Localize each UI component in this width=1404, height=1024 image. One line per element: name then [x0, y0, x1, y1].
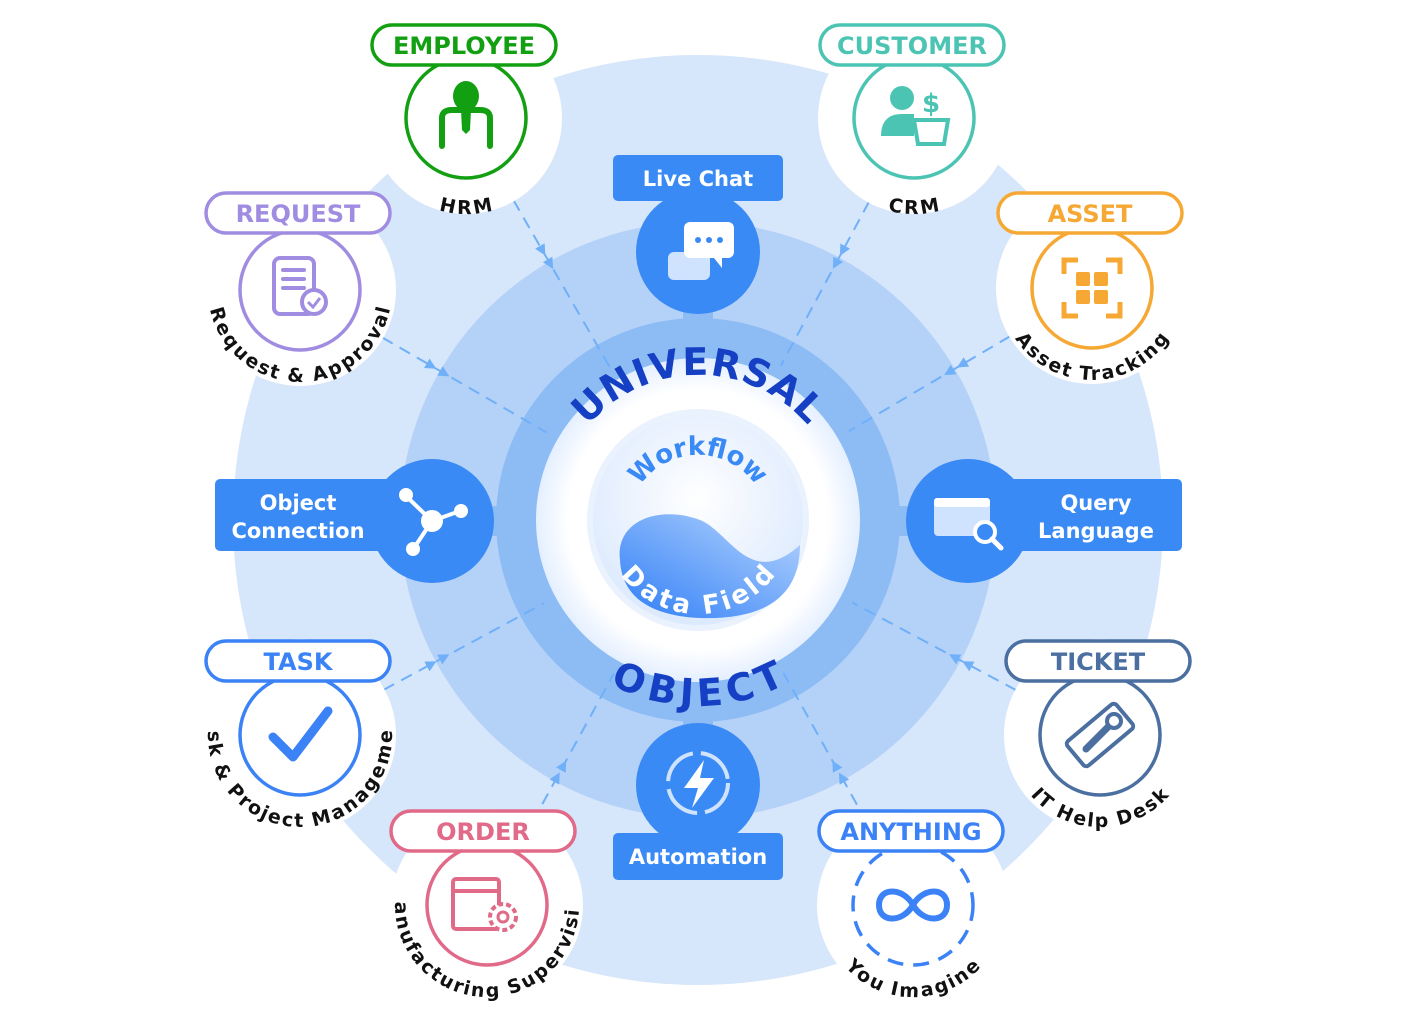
automation-label: Automation: [629, 845, 767, 869]
category-label: EMPLOYEE: [393, 32, 535, 60]
category-label: CUSTOMER: [837, 32, 987, 60]
category-label: ANYTHING: [840, 818, 981, 846]
node-label: HRM: [438, 193, 494, 218]
category-label: ORDER: [436, 818, 530, 846]
query-language-label-1: Query: [1060, 491, 1131, 515]
category-badge: EMPLOYEE: [372, 25, 556, 65]
category-label: REQUEST: [236, 200, 361, 228]
category-label: ASSET: [1048, 200, 1133, 228]
live-chat-label: Live Chat: [643, 167, 753, 191]
query-language-label-2: Language: [1038, 519, 1154, 543]
object-connection-label-1: Object: [260, 491, 337, 515]
category-badge: ANYTHING: [819, 811, 1003, 851]
category-badge: ORDER: [391, 811, 575, 851]
category-badge: REQUEST: [206, 193, 390, 233]
category-badge: TASK: [206, 641, 390, 681]
object-connection-label-2: Connection: [231, 519, 364, 543]
category-label: TASK: [264, 648, 334, 676]
category-badge: CUSTOMER: [820, 25, 1004, 65]
category-badge: ASSET: [998, 193, 1182, 233]
category-badge: TICKET: [1006, 641, 1190, 681]
svg-text:$: $: [922, 89, 940, 119]
category-label: TICKET: [1051, 648, 1146, 676]
node-label: CRM: [887, 194, 941, 219]
